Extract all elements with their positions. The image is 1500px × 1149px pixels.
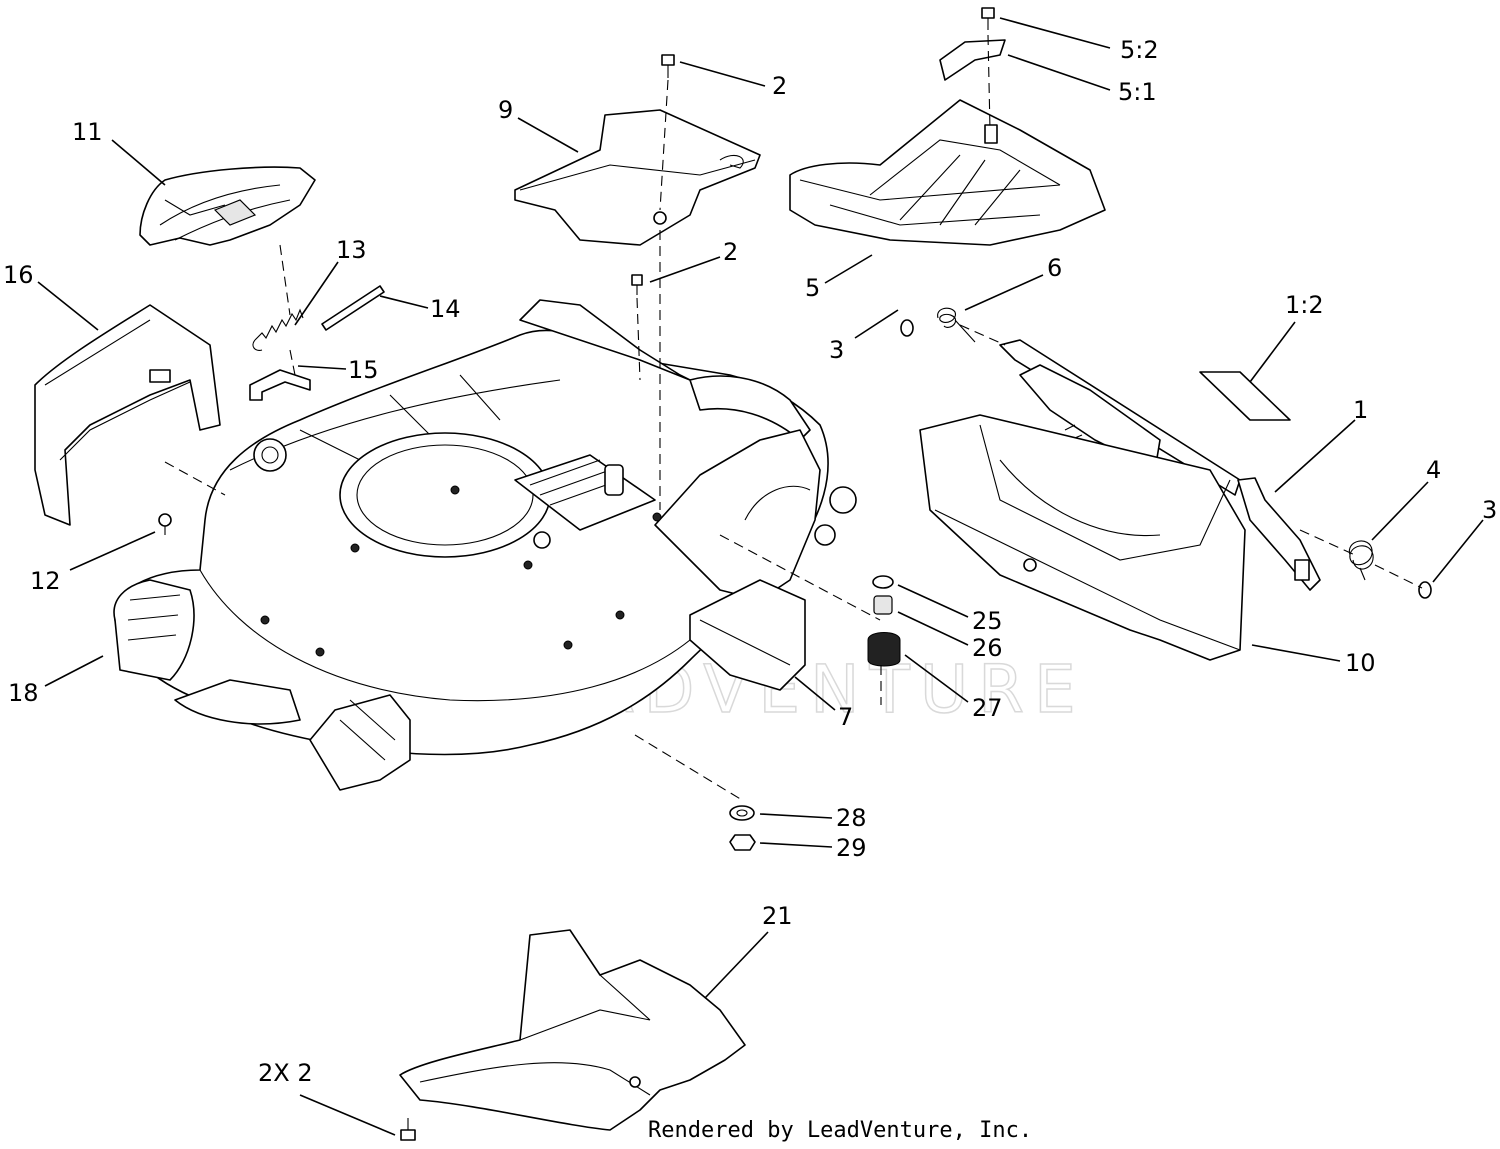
washer-part-3-left [900, 319, 914, 337]
callout-5-2: 5:2 [1120, 36, 1159, 64]
side-cover-part-16 [34, 304, 221, 526]
callout-21: 21 [762, 902, 793, 930]
callout-labels: 5:2 5:1 2 9 11 2 6 5 13 16 14 3 1:2 15 1… [3, 36, 1497, 1087]
spring-part-13 [252, 308, 304, 351]
callout-12: 12 [30, 567, 61, 595]
callout-6: 6 [1047, 254, 1062, 282]
callout-9: 9 [498, 96, 513, 124]
callout-7: 7 [838, 703, 853, 731]
nut-part-29 [729, 834, 756, 851]
lower-cover-part-21 [399, 929, 746, 1131]
washer-part-28 [729, 805, 755, 821]
callout-4: 4 [1426, 456, 1441, 484]
screw-part-2x2 [400, 1118, 416, 1141]
spring-part-4 [1348, 540, 1374, 581]
bracket-part-15 [249, 369, 311, 401]
bracket-part-7 [689, 579, 806, 691]
callout-25: 25 [972, 607, 1003, 635]
bolt-part-2-mid [631, 274, 643, 295]
callout-5-1: 5:1 [1118, 78, 1157, 106]
door-assembly-part-1 [999, 339, 1321, 591]
callout-27: 27 [972, 694, 1003, 722]
callout-11: 11 [72, 118, 103, 146]
torsion-spring-part-6 [937, 307, 976, 343]
deck-blade-opening [339, 432, 551, 558]
rod-part-14 [321, 285, 385, 331]
callout-14: 14 [430, 295, 461, 323]
washer-part-25 [872, 575, 894, 589]
callout-15: 15 [348, 356, 379, 384]
leader-lines [37, 17, 1484, 1136]
callout-13: 13 [336, 236, 367, 264]
callout-10: 10 [1345, 649, 1376, 677]
callout-2x2: 2X 2 [258, 1059, 313, 1087]
screw-part-12 [158, 513, 172, 535]
plate-part-9 [514, 109, 761, 246]
chute-part-10 [919, 414, 1246, 661]
callout-16: 16 [3, 261, 34, 289]
credit-text: Rendered by LeadVenture, Inc. [648, 1118, 1032, 1143]
callout-5: 5 [805, 274, 820, 302]
bolt-part-2-top [661, 54, 675, 78]
callout-1-2: 1:2 [1285, 291, 1324, 319]
bolt-part-5-2 [981, 7, 995, 30]
rear-door-part-5 [789, 99, 1106, 246]
callout-29: 29 [836, 834, 867, 862]
spacer-part-26 [873, 595, 893, 615]
clip-part-5-1 [939, 39, 1006, 81]
callout-2-top: 2 [772, 72, 787, 100]
knob-part-27 [867, 632, 901, 667]
washer-part-3-right [1418, 581, 1432, 599]
callout-2-mid: 2 [723, 238, 738, 266]
top-cover-part-11 [139, 166, 316, 246]
callout-18: 18 [8, 679, 39, 707]
callout-26: 26 [972, 634, 1003, 662]
assembly-lines [164, 34, 1423, 801]
callout-3-right: 3 [1482, 496, 1497, 524]
callout-28: 28 [836, 804, 867, 832]
callout-3-left: 3 [829, 336, 844, 364]
decal-part-1-2 [1199, 371, 1291, 421]
deck-housing-part-18 [113, 299, 857, 791]
callout-1: 1 [1353, 396, 1368, 424]
